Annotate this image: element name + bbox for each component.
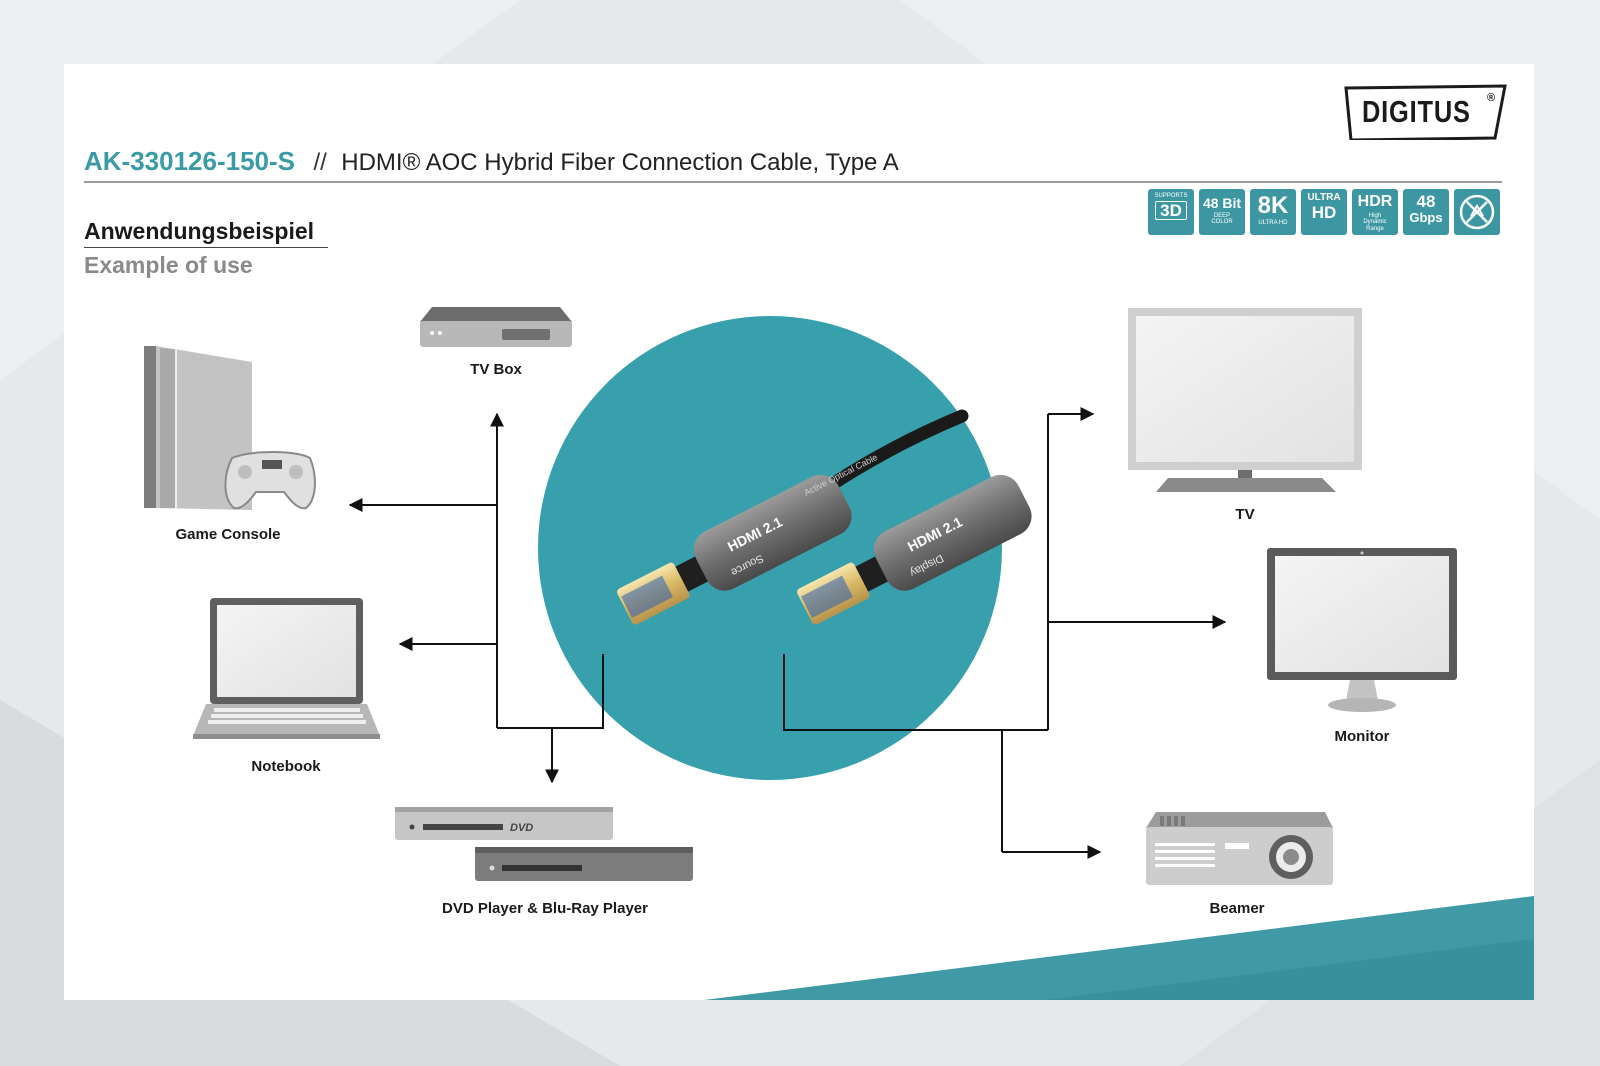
badge-48bit: 48 Bit DEEP COLOR bbox=[1199, 189, 1245, 235]
digitus-logo-frame bbox=[1344, 84, 1507, 140]
header-title-row: AK-330126-150-S // HDMI® AOC Hybrid Fibe… bbox=[84, 146, 899, 177]
label-notebook: Notebook bbox=[251, 758, 321, 775]
label-monitor: Monitor bbox=[1334, 728, 1390, 745]
svg-text:DVD: DVD bbox=[510, 822, 533, 834]
shield-icon bbox=[1459, 194, 1495, 230]
monitor-icon bbox=[1267, 548, 1457, 712]
teal-corner-decoration bbox=[704, 896, 1534, 1000]
badge-48gbps: 48 Gbps bbox=[1403, 189, 1449, 235]
tv-box-icon bbox=[420, 307, 572, 347]
brand-logo: DIGITUS bbox=[1362, 94, 1471, 129]
badge-ultra-hd: ULTRA HD bbox=[1301, 189, 1347, 235]
section-title-underline bbox=[84, 247, 328, 248]
notebook-icon bbox=[193, 598, 380, 739]
product-code: AK-330126-150-S bbox=[84, 146, 296, 176]
badge-hdr: HDR High Dynamic Range bbox=[1352, 189, 1398, 235]
hdmi-plug-source: HDMI 2.1 Source bbox=[617, 474, 852, 625]
label-tv: TV bbox=[1235, 506, 1255, 523]
badge-8k: 8K ULTRA HD bbox=[1250, 189, 1296, 235]
badge-no-interference bbox=[1454, 189, 1500, 235]
section-title-en: Example of use bbox=[84, 252, 253, 278]
dvd-bluray-icon: DVD bbox=[395, 807, 693, 881]
game-console-icon bbox=[144, 346, 316, 510]
section-title-de: Anwendungsbeispiel bbox=[84, 218, 315, 244]
label-beamer: Beamer bbox=[1209, 900, 1265, 917]
label-game-console: Game Console bbox=[175, 526, 281, 543]
brand-registered-mark: ® bbox=[1487, 92, 1496, 104]
title-separator: // bbox=[313, 149, 327, 176]
product-title: HDMI® AOC Hybrid Fiber Connection Cable,… bbox=[341, 149, 899, 176]
beamer-icon bbox=[1146, 812, 1333, 885]
hdmi-aoc-cable-image: HDMI 2.1 Source HDMI 2.1 Display Active … bbox=[617, 409, 1032, 625]
header-rule bbox=[84, 181, 1502, 183]
hdmi-plug-display: HDMI 2.1 Display bbox=[797, 474, 1032, 625]
source-connection-lines bbox=[348, 412, 604, 784]
label-tv-box: TV Box bbox=[470, 361, 522, 378]
tv-icon bbox=[1128, 308, 1362, 492]
display-connection-lines bbox=[783, 407, 1227, 859]
label-dvd-bluray: DVD Player & Blu-Ray Player bbox=[442, 900, 648, 917]
badge-3d: SUPPORTS 3D bbox=[1148, 189, 1194, 235]
